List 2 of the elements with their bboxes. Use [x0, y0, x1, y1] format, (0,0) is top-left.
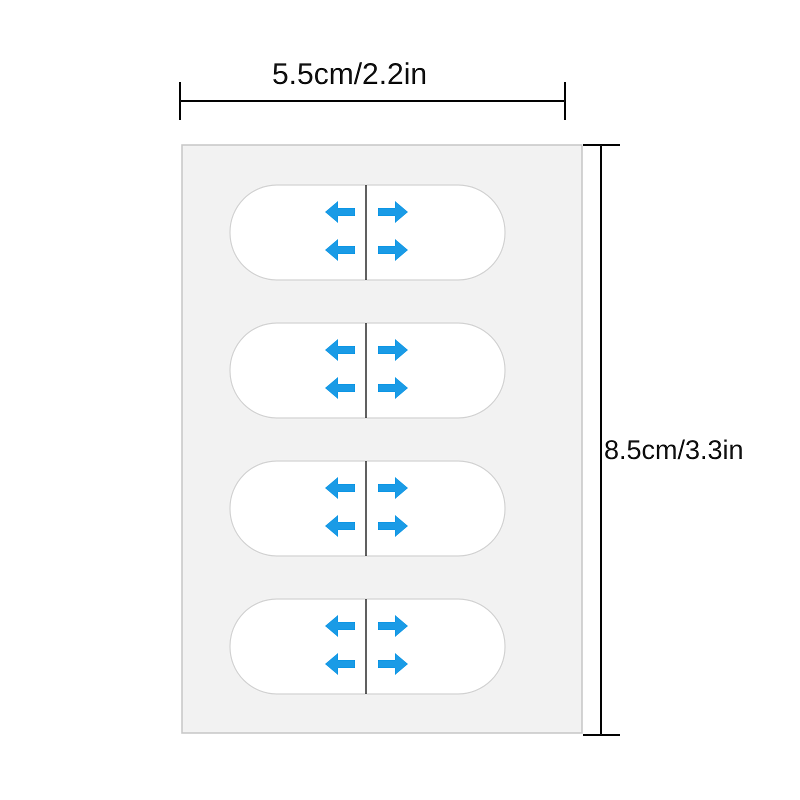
dimension-label: 8.5cm/3.3in	[604, 437, 744, 464]
dimension-label: 5.5cm/2.2in	[272, 60, 428, 90]
